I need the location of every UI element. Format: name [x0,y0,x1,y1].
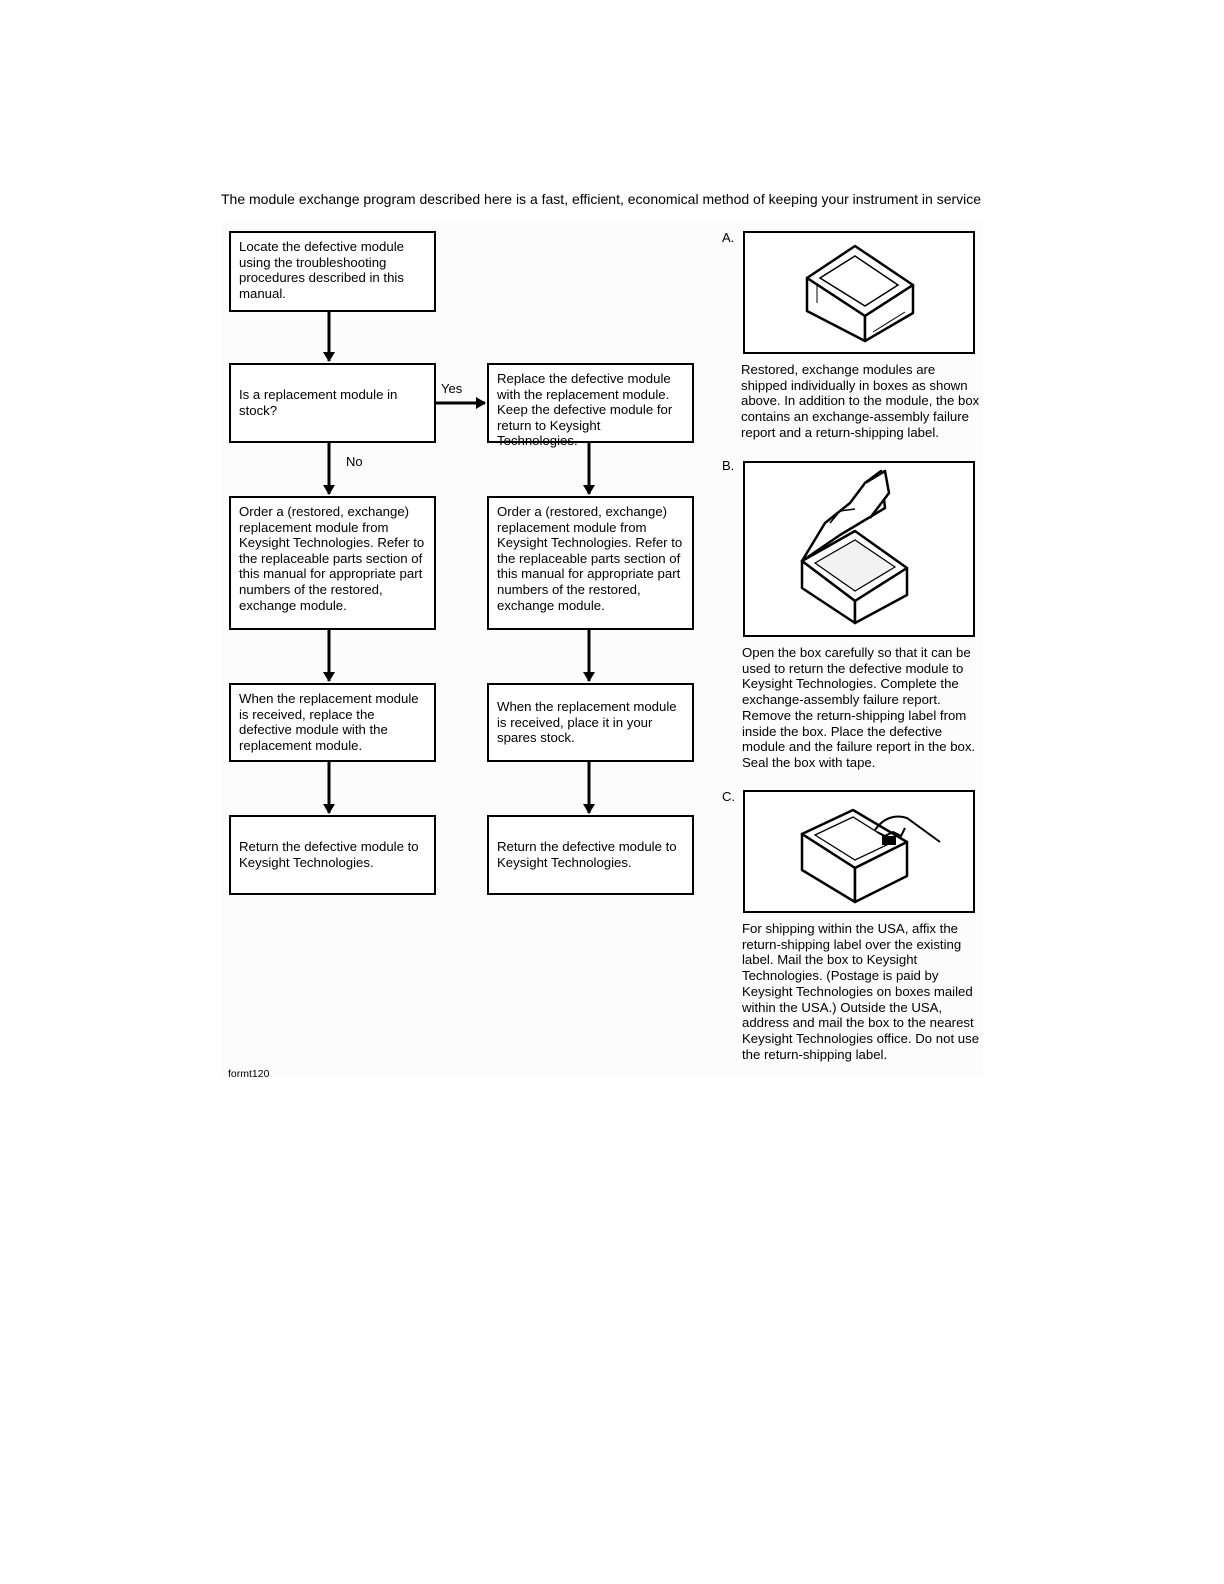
closed-box-icon [745,233,972,351]
sealing-box-icon [745,792,972,910]
received-left-box: When the replacement module is received,… [229,683,436,762]
step-a-letter: A. [722,230,734,245]
yes-label: Yes [441,381,462,396]
received-left-text: When the replacement module is received,… [239,691,426,753]
order-right-box: Order a (restored, exchange) replacement… [487,496,694,630]
received-right-text: When the replacement module is received,… [497,699,684,746]
order-left-box: Order a (restored, exchange) replacement… [229,496,436,630]
step-c-caption: For shipping within the USA, affix the r… [742,921,982,1062]
no-label: No [346,454,363,469]
figure-id: formt120 [228,1068,269,1080]
received-right-box: When the replacement module is received,… [487,683,694,762]
return-left-box: Return the defective module to Keysight … [229,815,436,895]
return-right-text: Return the defective module to Keysight … [497,839,684,870]
step-b-letter: B. [722,458,734,473]
replace-module-box: Replace the defective module with the re… [487,363,694,443]
return-right-box: Return the defective module to Keysight … [487,815,694,895]
order-left-text: Order a (restored, exchange) replacement… [239,504,426,613]
step-a-illustration [743,231,975,354]
return-left-text: Return the defective module to Keysight … [239,839,426,870]
decision-box: Is a replacement module in stock? [229,363,436,443]
step-a-caption: Restored, exchange modules are shipped i… [741,362,981,441]
step-b-caption: Open the box carefully so that it can be… [742,645,982,771]
locate-module-box: Locate the defective module using the tr… [229,231,436,312]
step-c-illustration [743,790,975,913]
step-c-letter: C. [722,789,735,804]
order-right-text: Order a (restored, exchange) replacement… [497,504,684,613]
locate-module-text: Locate the defective module using the tr… [239,239,426,301]
step-b-illustration [743,461,975,637]
decision-text: Is a replacement module in stock? [239,387,426,418]
replace-module-text: Replace the defective module with the re… [497,371,684,449]
open-box-icon [745,463,972,634]
